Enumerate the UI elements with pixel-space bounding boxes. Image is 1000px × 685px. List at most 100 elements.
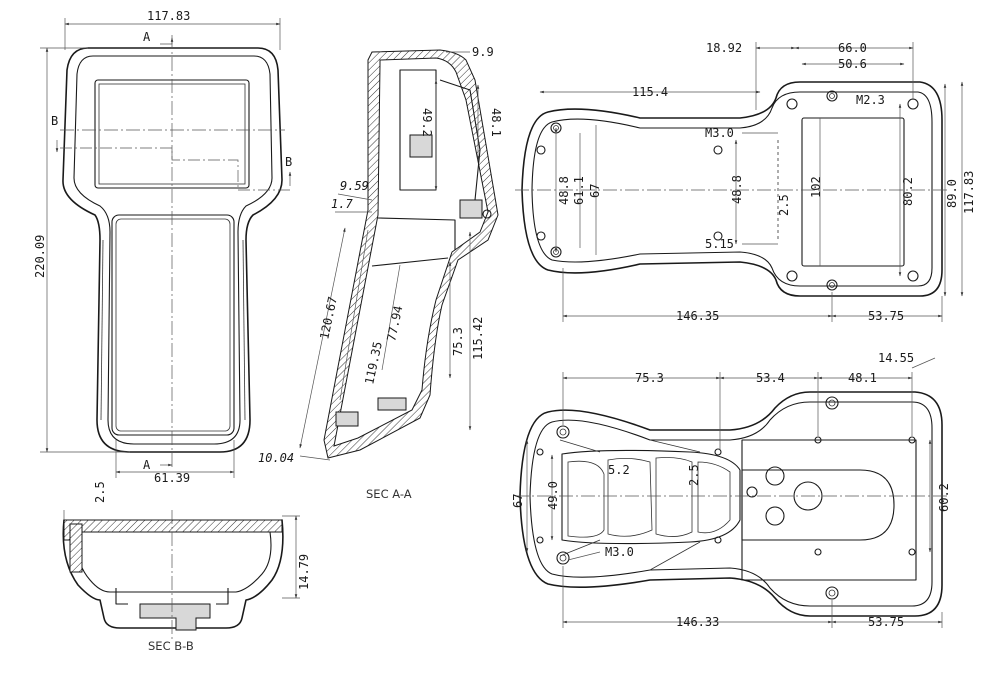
screw-hole-inner: [559, 554, 567, 562]
section-a-top-arrow: [160, 37, 174, 45]
section-aa-inner-rib: [439, 79, 481, 201]
dim-top-117-83: 117.83: [962, 171, 976, 214]
section-b-right-label: B: [285, 155, 292, 169]
screw-hole: [556, 551, 570, 565]
screw-hole-inner: [828, 589, 836, 597]
dim-top-18-92: 18.92: [706, 41, 742, 55]
top-view-inner-outline: [531, 91, 933, 287]
section-aa-title: SEC A-A: [366, 487, 412, 501]
section-bb-top-plate: [63, 519, 283, 541]
pin-hole: [714, 448, 722, 456]
dim-bot-75-3: 75.3: [635, 371, 664, 385]
dim-top-48-8-left: 48.8: [557, 176, 571, 205]
top-view: 18.92 66.0 50.6 115.4 M2.3 M3.0 48.8 61.…: [515, 41, 976, 323]
dim-top-115-4: 115.4: [632, 85, 668, 99]
dim-top-53-75: 53.75: [868, 309, 904, 323]
section-aa-foot-2: [377, 397, 407, 411]
section-aa-pin: [482, 209, 492, 219]
clip-screw: [765, 506, 785, 526]
screw-boss: [786, 270, 798, 282]
pin-hole: [814, 436, 822, 444]
keypad-area: [111, 214, 235, 436]
front-view-outline: [62, 47, 283, 453]
dim-aa-49-2: 49.2: [420, 108, 434, 137]
screw-hole: [829, 93, 835, 99]
dim-bot-5-2: 5.2: [608, 463, 630, 477]
section-bb-inner: [76, 531, 272, 593]
section-b-cut-line: [60, 147, 290, 191]
dim-top-67: 67: [588, 184, 602, 198]
dim-bot-53-4: 53.4: [756, 371, 785, 385]
clip-screw: [765, 466, 785, 486]
dim-aa-120-67: 120.67: [317, 295, 340, 340]
leader-14-55: [911, 357, 936, 369]
screw-hole-inner: [828, 399, 836, 407]
dim-line-120-67: [299, 227, 346, 449]
screw-hole: [829, 282, 835, 288]
section-aa-view: 9.9 49.2 48.1 9.59 1.7 120.67 119.35 77.…: [258, 45, 503, 501]
section-aa-rib-1: [371, 257, 449, 267]
dim-aa-9-59: 9.59: [340, 179, 369, 193]
pin-hole: [714, 536, 722, 544]
dim-bot-14-55: 14.55: [878, 351, 914, 365]
dim-top-50-6: 50.6: [838, 57, 867, 71]
dim-top-48-8-mid: 48.8: [730, 175, 744, 204]
screw-hole: [825, 396, 839, 410]
dim-aa-115-42: 115.42: [471, 317, 485, 360]
grip-rib-4: [697, 461, 731, 534]
section-bb-view: 2.5 14.79 SEC B-B: [62, 481, 311, 653]
keypad-area-inner: [115, 218, 231, 432]
section-aa-keypad-plate: [377, 217, 456, 250]
dim-bot-53-75: 53.75: [868, 615, 904, 629]
grip-diag-lines: [559, 439, 701, 571]
dim-top-m3-0: M3.0: [705, 126, 734, 140]
dim-bb-2-5: 2.5: [93, 481, 107, 503]
section-bb-feet: [115, 588, 229, 605]
dim-front-height: 220.09: [33, 235, 47, 278]
pin-hole: [536, 448, 544, 456]
dim-bot-49-0: 49.0: [546, 481, 560, 510]
screw-boss: [713, 231, 723, 241]
dim-line-119-35: [339, 229, 369, 401]
front-view: 117.83 220.09 61.39 A A B B: [33, 9, 292, 485]
screw-boss: [826, 90, 838, 102]
dim-bot-67: 67: [511, 494, 525, 508]
grip-rib-3: [655, 457, 693, 537]
dim-bot-60-2: 60.2: [937, 483, 951, 512]
pin-hole: [908, 436, 916, 444]
dim-bot-48-1: 48.1: [848, 371, 877, 385]
dim-top-5-15: 5.15: [705, 237, 734, 251]
dim-top-2-5: 2.5: [777, 194, 791, 216]
front-view-inner-outline: [73, 55, 273, 445]
grip-rib-2: [607, 458, 653, 537]
screw-hole: [556, 425, 570, 439]
section-aa-cavity: [333, 57, 489, 447]
dim-bb-14-79: 14.79: [297, 554, 311, 590]
dim-aa-75-3: 75.3: [451, 327, 465, 356]
dim-top-80-2: 80.2: [901, 177, 915, 206]
right-grip-line: [242, 239, 246, 421]
dim-top-m2-3: M2.3: [856, 93, 885, 107]
screw-boss: [536, 145, 546, 155]
left-grip-line: [100, 239, 104, 421]
dim-top-89-0: 89.0: [945, 179, 959, 208]
grip-rib-1: [567, 460, 605, 538]
dim-aa-1-7: 1.7: [331, 197, 353, 211]
dim-bot-2-5: 2.5: [687, 464, 701, 486]
section-b-left-label: B: [51, 114, 58, 128]
dim-front-bottom-width: 61.39: [154, 471, 190, 485]
bottom-view: 75.3 53.4 48.1 14.55 67 49.0 5.2 2.5 M3.…: [511, 351, 951, 629]
ext-line: [337, 193, 373, 201]
screw-boss: [826, 279, 838, 291]
dim-aa-48-1: 48.1: [489, 108, 503, 137]
dim-bot-m3-0: M3.0: [605, 545, 634, 559]
dim-front-width: 117.83: [147, 9, 190, 23]
section-a-bottom-label: A: [143, 458, 151, 472]
dim-top-61-1: 61.1: [572, 176, 586, 205]
section-aa-boss: [409, 134, 433, 158]
dim-line-77-94: [381, 264, 401, 371]
bottom-view-inner-outline: [529, 401, 933, 607]
grip-pocket: [561, 449, 741, 545]
belt-clip-tongue: [741, 469, 895, 541]
